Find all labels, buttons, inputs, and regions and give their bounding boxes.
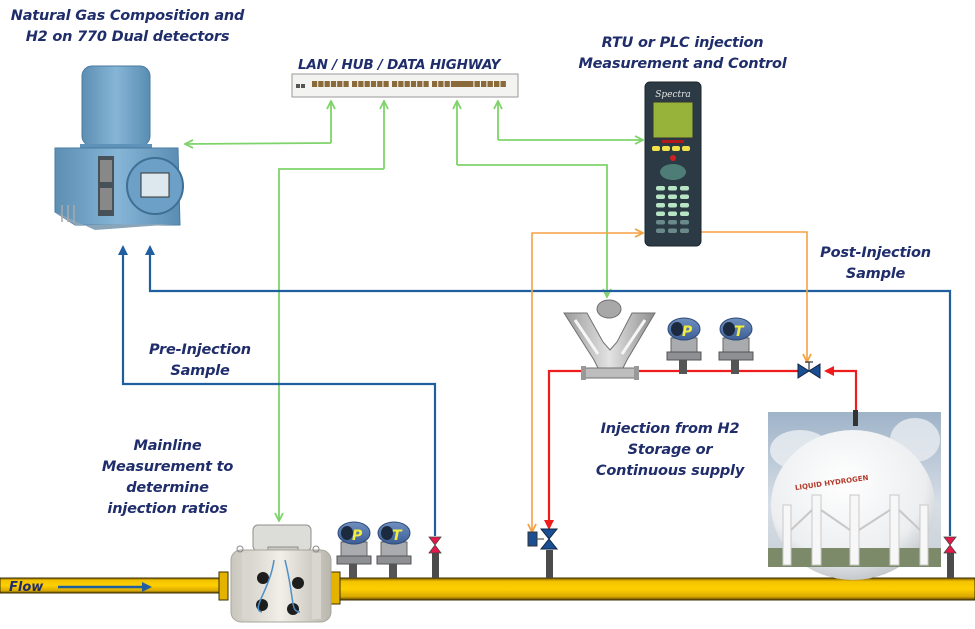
main-pipeline xyxy=(0,571,975,605)
hub-port xyxy=(417,81,423,87)
rtu-key xyxy=(680,211,689,216)
injection-temperature-transmitter-tag: T xyxy=(734,324,745,340)
rtu-key xyxy=(656,211,665,216)
hub-port xyxy=(352,81,358,87)
hub-port xyxy=(370,81,377,87)
hub-port xyxy=(423,81,429,87)
hub-port xyxy=(444,81,450,87)
network-hub-switch xyxy=(291,73,519,98)
hub-port xyxy=(461,81,467,87)
injection-source-label: Injection from H2 Storage or Continuous … xyxy=(595,421,745,479)
data-link-gc xyxy=(185,143,332,144)
flow-label: Flow xyxy=(9,580,44,595)
hub-port xyxy=(438,81,444,87)
mainline-temperature-transmitter-tag: T xyxy=(392,528,403,544)
injection-temperature-transmitter: T xyxy=(718,317,754,374)
hub-port xyxy=(318,81,324,87)
hub-port xyxy=(330,81,337,87)
data-link-coriolis xyxy=(457,164,607,297)
control-link-injection-valve xyxy=(531,233,643,531)
rtu-key xyxy=(656,194,665,199)
lan-hub-label: LAN / HUB / DATA HIGHWAY xyxy=(298,57,501,73)
control-lines xyxy=(532,232,807,532)
hub-port xyxy=(404,81,410,87)
rtu-title-label: RTU or PLC injection Measurement and Con… xyxy=(578,35,787,72)
hydrogen-line xyxy=(544,366,858,530)
hub-port xyxy=(450,81,457,87)
hub-port xyxy=(324,81,330,87)
hub-port xyxy=(468,81,474,87)
hub-port xyxy=(455,81,461,87)
injection-pressure-transmitter-tag: P xyxy=(682,324,693,340)
hub-port xyxy=(432,81,438,87)
hub-port xyxy=(500,81,506,87)
pre-injection-label: Pre-Injection Sample xyxy=(149,342,251,379)
hub-port xyxy=(343,81,349,87)
hub-port xyxy=(358,81,364,87)
rtu-controller: Spectra xyxy=(644,81,702,247)
rtu-key xyxy=(668,228,677,233)
gas-chromatograph xyxy=(54,65,184,230)
rtu-brand: Spectra xyxy=(655,90,691,100)
injection-valve xyxy=(527,528,559,578)
rtu-key xyxy=(680,194,689,199)
hub-port xyxy=(312,81,318,87)
pre-injection-sample-line xyxy=(118,245,437,536)
rtu-key xyxy=(668,203,677,208)
hub-port xyxy=(494,81,500,87)
post-injection-sample-line xyxy=(145,245,952,536)
post-injection-label: Post-Injection Sample xyxy=(820,245,931,282)
hub-port xyxy=(410,81,417,87)
post-injection-sample-valve xyxy=(943,536,957,578)
rtu-key xyxy=(680,203,689,208)
mainline-temperature-transmitter: T xyxy=(376,521,412,578)
data-link-ultrasonic xyxy=(278,168,384,520)
rtu-key xyxy=(656,186,665,191)
mainline-pressure-transmitter-tag: P xyxy=(352,528,363,544)
injection-pressure-transmitter: P xyxy=(666,317,702,374)
rtu-key xyxy=(668,194,677,199)
mainline-measurement-label: Mainline Measurement to determine inject… xyxy=(101,438,234,517)
rtu-key xyxy=(680,228,689,233)
coriolis-meter xyxy=(563,299,656,380)
hub-port xyxy=(398,81,404,87)
gc-title-label: Natural Gas Composition and H2 on 770 Du… xyxy=(10,8,245,45)
hub-port xyxy=(377,81,383,87)
sample-lines xyxy=(118,245,952,536)
rtu-key xyxy=(680,186,689,191)
rtu-key xyxy=(656,203,665,208)
hub-port xyxy=(383,81,389,87)
control-link-control-valve xyxy=(700,231,807,362)
hub-port xyxy=(392,81,398,87)
rtu-key xyxy=(668,211,677,216)
hub-port xyxy=(481,81,487,87)
rtu-key xyxy=(668,186,677,191)
pre-injection-sample-valve xyxy=(428,536,442,578)
hub-port xyxy=(364,81,370,87)
hub-port xyxy=(474,81,480,87)
control-valve xyxy=(797,361,821,379)
h2-storage-tank: LIQUID HYDROGEN xyxy=(768,410,941,580)
hub-port xyxy=(337,81,343,87)
mainline-pressure-transmitter: P xyxy=(336,521,372,578)
rtu-key xyxy=(668,220,677,225)
rtu-key xyxy=(656,228,665,233)
rtu-key xyxy=(680,220,689,225)
hub-port xyxy=(487,81,493,87)
data-links xyxy=(185,101,643,521)
ultrasonic-flow-meter xyxy=(230,524,332,623)
rtu-key xyxy=(656,220,665,225)
